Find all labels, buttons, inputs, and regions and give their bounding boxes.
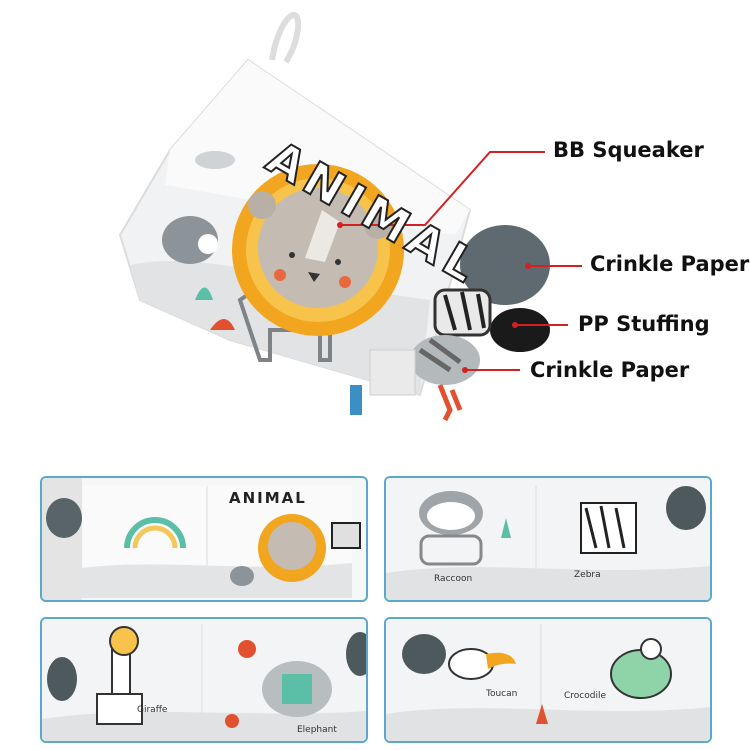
hedgehog-face	[198, 234, 218, 254]
panel-illustration	[42, 478, 361, 600]
label-toucan: Toucan	[486, 689, 518, 699]
panel-toucan-crocodile: Toucan Crocodile	[384, 617, 712, 743]
lion-nose	[308, 272, 320, 282]
soft-book-illustration	[118, 12, 582, 422]
label-elephant: Elephant	[297, 725, 337, 735]
panel-animal-spread: ANIMAL	[40, 476, 368, 602]
brand-tag	[350, 385, 362, 415]
hanging-loop	[269, 12, 302, 64]
ball	[238, 640, 256, 658]
panel-giraffe-elephant: Giraffe Elephant	[40, 617, 368, 743]
panel-illustration	[386, 478, 710, 600]
label-zebra: Zebra	[574, 570, 601, 580]
panel-illustration	[42, 619, 366, 741]
hero-product-photo: ANIMAL BB Squeaker Crinkle Paper PP Stuf…	[118, 12, 750, 422]
rainbow	[124, 517, 186, 549]
callout-crinkle-paper-2: Crinkle Paper	[530, 358, 690, 382]
label-giraffe: Giraffe	[137, 705, 168, 715]
cover-top	[165, 60, 470, 235]
leaf	[195, 287, 213, 300]
mesh-fabric	[369, 349, 416, 396]
lion-eye	[335, 259, 341, 265]
crocodile	[610, 649, 672, 699]
panel-illustration	[386, 619, 710, 741]
panel-title: ANIMAL	[229, 489, 307, 507]
label-crocodile: Crocodile	[564, 691, 606, 701]
leaf	[210, 319, 235, 330]
lion-ear	[248, 191, 276, 219]
label-raccoon: Raccoon	[434, 574, 473, 584]
raccoon-tail	[410, 335, 480, 385]
stuffing-tail	[490, 308, 550, 352]
crinkle-tail	[460, 225, 550, 305]
lion-face	[268, 522, 316, 570]
callout-line-squeaker	[340, 151, 545, 226]
tassel	[437, 384, 463, 422]
callout-pp-stuffing: PP Stuffing	[578, 312, 710, 336]
toucan	[448, 648, 494, 680]
lion-eye	[289, 252, 295, 258]
squeaker-tag	[305, 210, 340, 262]
panel-raccoon-zebra: Raccoon Zebra	[384, 476, 712, 602]
cloud	[195, 151, 235, 169]
callout-crinkle-paper-1: Crinkle Paper	[590, 252, 750, 276]
callout-bb-squeaker: BB Squeaker	[553, 138, 704, 162]
